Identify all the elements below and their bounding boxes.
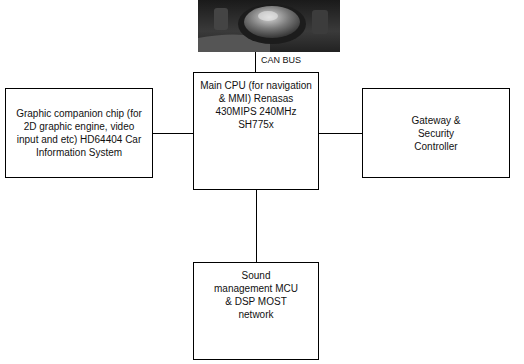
box-text: Sound management MCU & DSP MOST network bbox=[211, 269, 301, 321]
knob bbox=[244, 6, 300, 38]
photo-ground bbox=[198, 0, 340, 52]
box-text: Main CPU (for navigation & MMI) Renasas … bbox=[200, 79, 312, 131]
component-box: Sound management MCU & DSP MOST network bbox=[193, 262, 319, 360]
box-text: Gateway & Security Controller bbox=[396, 114, 476, 153]
bus-connector bbox=[256, 190, 257, 262]
knob-ring bbox=[238, 4, 306, 44]
photo-button bbox=[312, 10, 328, 34]
component-box: Main CPU (for navigation & MMI) Renasas … bbox=[193, 72, 319, 190]
photo bbox=[198, 0, 340, 52]
can-bus-wire bbox=[255, 52, 256, 72]
bus-connector bbox=[153, 133, 193, 134]
component-box: Graphic companion chip (for 2D graphic e… bbox=[5, 88, 153, 178]
photo-button bbox=[214, 8, 228, 30]
component-box: Gateway & Security Controller bbox=[362, 88, 510, 178]
knob-highlight bbox=[258, 11, 278, 21]
box-text: Graphic companion chip (for 2D graphic e… bbox=[13, 107, 145, 159]
bus-connector bbox=[319, 133, 362, 134]
bus-label: CAN BUS bbox=[260, 55, 302, 65]
